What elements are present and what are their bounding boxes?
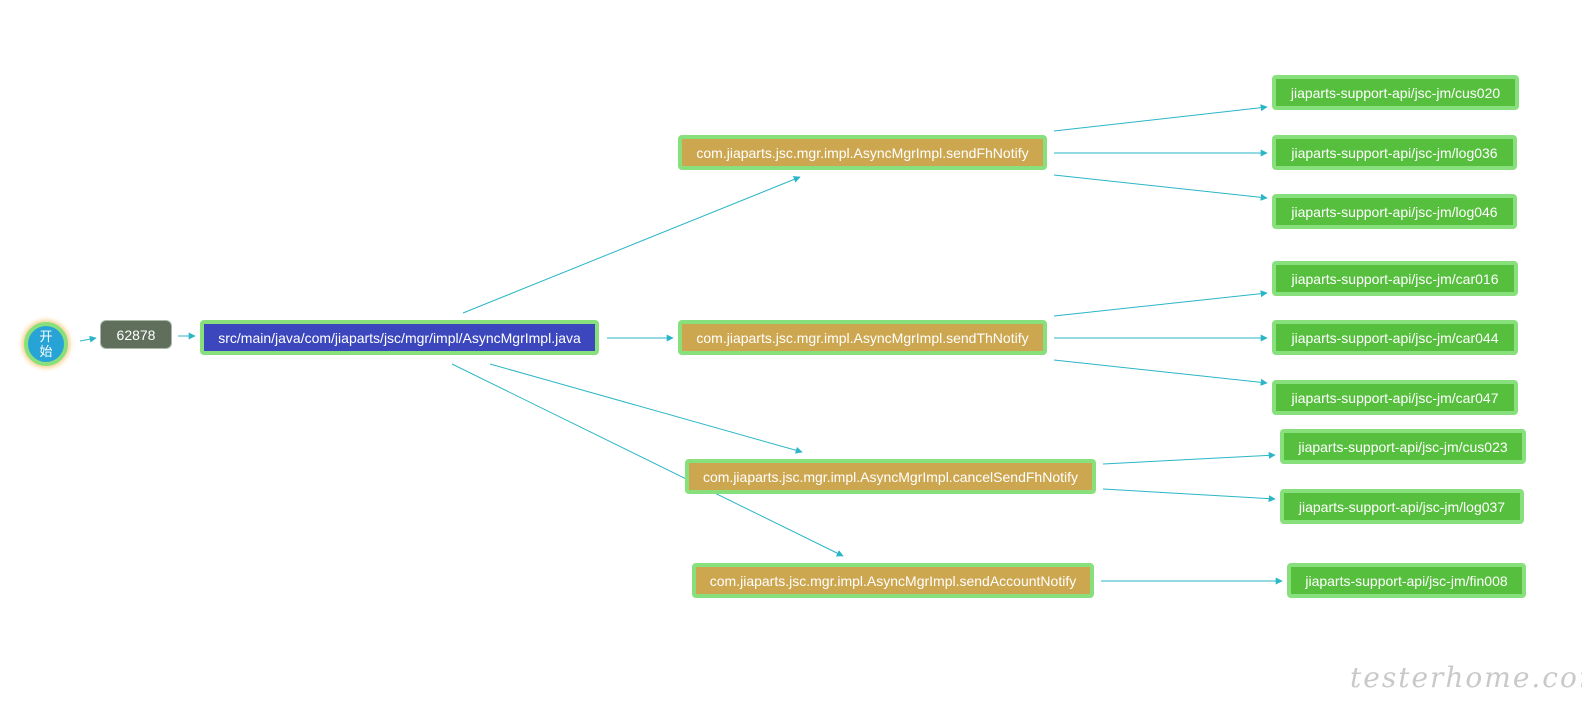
api-node-log046[interactable]: jiaparts-support-api/jsc-jm/log046 [1272,194,1517,229]
edge-arrow-9 [1053,290,1268,317]
method-node-sendFhNotify[interactable]: com.jiaparts.jsc.mgr.impl.AsyncMgrImpl.s… [678,135,1047,170]
edge-arrow-0 [79,335,97,343]
edge-arrow-6 [1053,104,1268,132]
file-node[interactable]: src/main/java/com/jiaparts/jsc/mgr/impl/… [200,320,599,355]
edge-arrow-8 [1053,174,1268,201]
api-node-log037[interactable]: jiaparts-support-api/jsc-jm/log037 [1280,489,1524,524]
method-node-sendAccountNotify[interactable]: com.jiaparts.jsc.mgr.impl.AsyncMgrImpl.s… [692,563,1094,598]
edge-arrow-2 [462,176,801,314]
api-node-cus020[interactable]: jiaparts-support-api/jsc-jm/cus020 [1272,75,1519,110]
api-node-cus023[interactable]: jiaparts-support-api/jsc-jm/cus023 [1280,429,1526,464]
api-node-car016[interactable]: jiaparts-support-api/jsc-jm/car016 [1272,261,1518,296]
method-node-cancelSendFhNotify[interactable]: com.jiaparts.jsc.mgr.impl.AsyncMgrImpl.c… [685,459,1096,494]
start-node[interactable]: 开始 [24,322,68,366]
edge-arrow-5 [451,363,844,557]
method-node-sendThNotify[interactable]: com.jiaparts.jsc.mgr.impl.AsyncMgrImpl.s… [678,320,1047,355]
edge-arrow-12 [1102,451,1276,465]
api-node-car044[interactable]: jiaparts-support-api/jsc-jm/car044 [1272,320,1518,355]
api-node-log036[interactable]: jiaparts-support-api/jsc-jm/log036 [1272,135,1517,170]
api-node-fin008[interactable]: jiaparts-support-api/jsc-jm/fin008 [1287,563,1526,598]
watermark: testerhome.com [1350,661,1582,694]
api-node-car047[interactable]: jiaparts-support-api/jsc-jm/car047 [1272,380,1518,415]
edge-arrow-11 [1053,359,1268,386]
root-id-node[interactable]: 62878 [101,321,171,348]
edge-arrow-13 [1102,488,1276,503]
edge-arrow-4 [489,363,803,454]
